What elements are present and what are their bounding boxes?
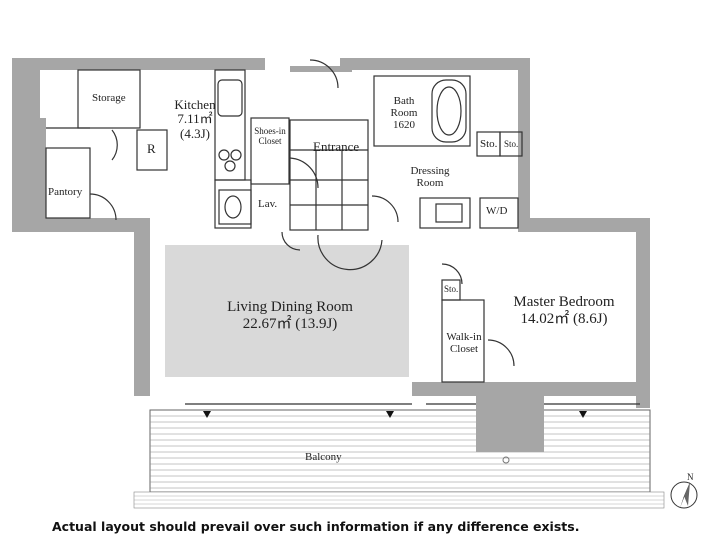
bath-line1: Bath [393, 95, 415, 107]
bath-size: 1620 [393, 119, 415, 132]
wall-left-block [12, 58, 58, 130]
sto-label-2: Sto. [504, 139, 519, 149]
dressing-label: Dressing Room [403, 165, 457, 189]
kitchen-tatami: (4.3J) [180, 125, 210, 141]
north-arrow-icon [670, 481, 698, 509]
wall-right [518, 58, 650, 408]
wd-label: W/D [486, 205, 508, 217]
living-area: 22.67㎡ (13.9J) [242, 315, 338, 332]
compass-label: N [687, 472, 694, 482]
kitchen-area: 7.11㎡ [177, 111, 213, 127]
living-floor [165, 245, 409, 377]
bath-line2: Room [390, 107, 418, 120]
lav-label: Lav. [258, 198, 278, 210]
balcony-label: Balcony [305, 451, 342, 463]
bedroom-name: Master Bedroom [513, 294, 615, 310]
bath-label: Bath Room 1620 [384, 95, 424, 131]
shoes-closet-label: Shoes-in Closet [250, 126, 290, 147]
living-name: Living Dining Room [227, 299, 353, 315]
dressing-line2: Room [416, 177, 444, 190]
bedroom-label: Master Bedroom 14.02㎡ (8.6J) [494, 294, 634, 327]
bath-room [373, 75, 471, 147]
shoes-closet-line2: Closet [258, 135, 282, 146]
walkin-label: Walk-in Closet [440, 331, 488, 355]
kitchen-name: Kitchen [174, 97, 216, 112]
pantory-room [45, 147, 91, 219]
entrance-grid [289, 119, 369, 231]
wall-ldr-left [134, 218, 185, 396]
entrance-label: Entrance [313, 139, 360, 154]
sto-label-1: Sto. [480, 138, 498, 150]
dressing-line1: Dressing [410, 165, 450, 177]
sto-label-3: Sto. [444, 284, 459, 294]
bedroom-area: 14.02㎡ (8.6J) [520, 310, 608, 327]
refrigerator-label: R [147, 141, 156, 156]
shoes-closet-line1: Shoes-in [254, 126, 286, 136]
kitchen-label: Kitchen 7.11㎡ (4.3J) [170, 97, 220, 141]
living-label: Living Dining Room 22.67㎡ (13.9J) [200, 299, 380, 332]
walkin-line1: Walk-in [446, 331, 482, 343]
balcony-deck [133, 396, 665, 509]
pantory-label: Pantory [48, 186, 83, 198]
refrigerator-box [136, 129, 168, 171]
storage-room [77, 69, 141, 129]
storage-label: Storage [92, 92, 126, 104]
disclaimer-text: Actual layout should prevail over such i… [52, 519, 580, 534]
walkin-line2: Closet [449, 343, 479, 356]
